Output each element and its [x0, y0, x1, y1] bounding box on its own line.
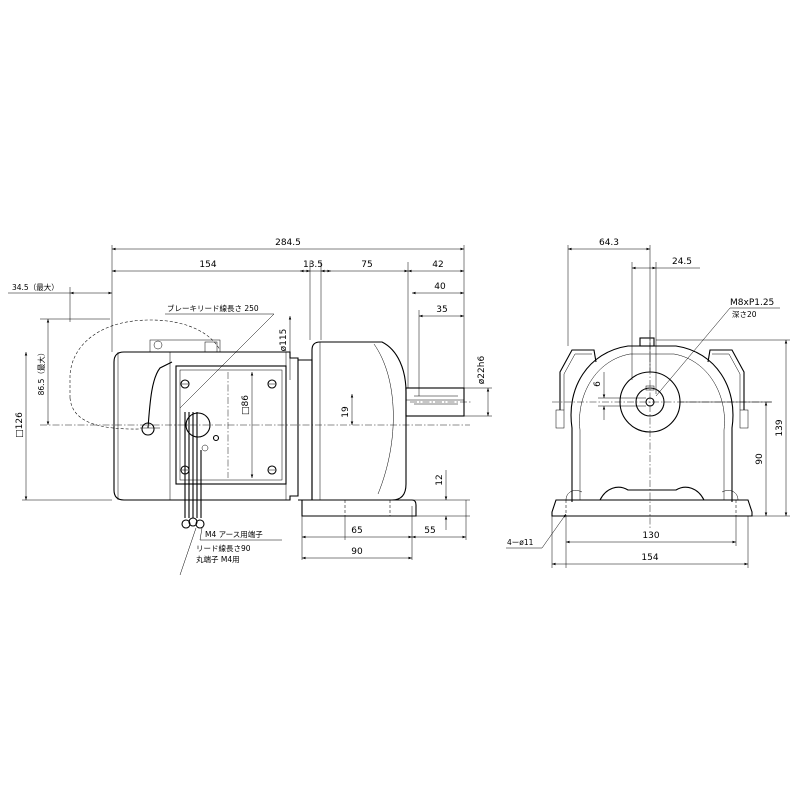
earth-terminal-label: M4 アース用端子 — [205, 529, 263, 539]
dim-terminal-box-square: □86 — [241, 395, 251, 415]
dim-overall-height: 139 — [775, 419, 785, 436]
dim-hole-pitch: 130 — [642, 531, 659, 541]
gear-housing — [311, 341, 407, 501]
dim-overall-length: 284.5 — [275, 238, 301, 248]
dim-key-width: 6 — [593, 381, 603, 387]
dim-foot-pitch: 65 — [351, 526, 362, 536]
tap-label: M8xP1.25 — [730, 298, 774, 308]
dim-shaft-offset: 19 — [341, 406, 351, 418]
gear-flange — [298, 359, 313, 501]
dim-motor-length: 154 — [199, 260, 216, 270]
front-base — [551, 499, 753, 517]
side-view: 284.5 154 13.5 75 42 40 35 34.5（最大） ブレーキ… — [8, 238, 492, 576]
motor-frame — [113, 351, 299, 501]
lead-wires — [181, 412, 205, 529]
brake-lead-label: ブレーキリード線長さ 250 — [167, 303, 259, 313]
front-view: 64.3 24.5 M8xP1.25 深さ20 6 139 90 130 154… — [506, 238, 790, 568]
dim-shaft-length: 40 — [434, 282, 446, 292]
tap-depth-label: 深さ20 — [732, 310, 757, 319]
dim-flange-gap: 13.5 — [303, 260, 323, 270]
dim-base-width: 154 — [641, 553, 658, 563]
dim-foot-height: 12 — [435, 474, 445, 485]
dim-shaft-protrusion: 42 — [432, 260, 443, 270]
dim-shaft-diameter: ø22h6 — [477, 356, 487, 385]
ring-terminal-label: 丸端子 M4用 — [196, 554, 240, 564]
lead-length-label: リード線長さ90 — [196, 543, 251, 553]
front-housing — [570, 345, 734, 502]
earth-terminal — [185, 412, 211, 438]
dim-frame-diameter: ø115 — [279, 329, 289, 352]
terminal-box — [175, 365, 287, 485]
dim-foot-edge: 55 — [424, 526, 435, 536]
dim-brake-cover-extent: 34.5（最大） — [12, 282, 59, 292]
dim-front-shaft-offset: 24.5 — [672, 257, 692, 267]
dim-gear-body: 75 — [361, 260, 372, 270]
dim-center-height: 90 — [755, 453, 765, 465]
gear-foot — [301, 499, 417, 517]
dim-brake-height: 86.5（最大） — [36, 349, 46, 396]
lifting-handle — [559, 349, 597, 410]
brake-lead-dashed — [69, 397, 141, 430]
dim-key-length: 35 — [436, 305, 447, 315]
dim-width-to-center: 64.3 — [599, 238, 619, 248]
brake-cover-outline — [69, 319, 221, 398]
brake-lead-wire — [147, 361, 173, 429]
mount-holes-label: 4ーø11 — [507, 538, 534, 547]
dim-motor-square: □126 — [15, 412, 25, 438]
dim-foot-width: 90 — [351, 547, 363, 557]
